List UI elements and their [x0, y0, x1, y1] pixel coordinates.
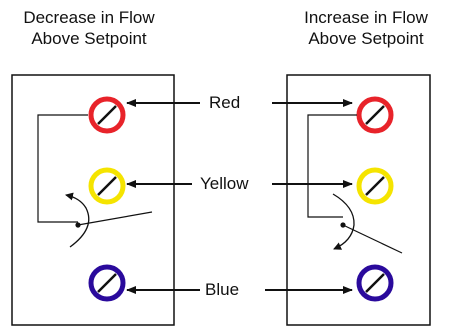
right-rotation-arrow: [332, 193, 355, 250]
left-panel-title: Decrease in Flow Above Setpoint: [4, 7, 174, 49]
left-title-line1: Decrease in Flow: [23, 8, 155, 27]
label-red: Red: [209, 93, 241, 112]
left-rotation-arrow: [65, 192, 90, 248]
right-wire: [307, 114, 357, 218]
left-red-terminal: [88, 96, 126, 134]
right-title-line2: Above Setpoint: [308, 29, 424, 48]
left-title-line2: Above Setpoint: [31, 29, 147, 48]
left-wire: [37, 114, 88, 223]
left-blue-terminal: [88, 264, 126, 302]
label-blue: Blue: [205, 280, 240, 299]
left-pivot-dot: [75, 222, 81, 228]
right-blue-terminal: [356, 264, 394, 302]
right-yellow-terminal: [356, 167, 394, 205]
right-red-terminal: [356, 96, 394, 134]
right-title-line1: Increase in Flow: [304, 8, 428, 27]
left-yellow-terminal: [88, 167, 126, 205]
right-panel-title: Increase in Flow Above Setpoint: [285, 7, 447, 49]
left-contact-arm: [77, 211, 153, 226]
right-pivot-dot: [340, 222, 346, 228]
label-yellow: Yellow: [200, 174, 249, 193]
